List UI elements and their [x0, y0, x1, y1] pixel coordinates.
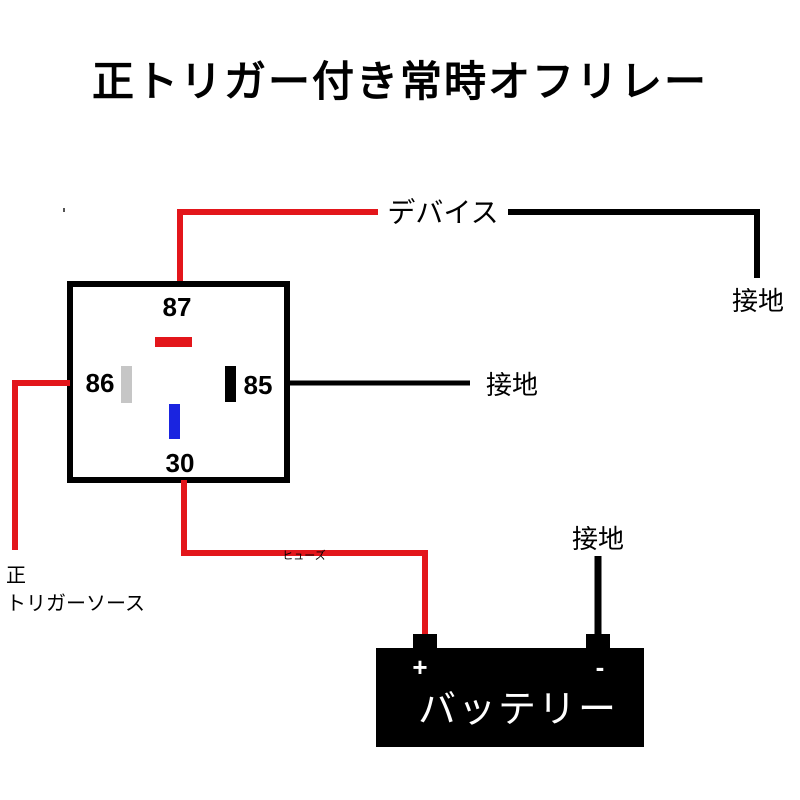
pin-87-label: 87	[163, 292, 192, 322]
trigger-source-label-line1: 正	[6, 563, 26, 587]
battery-plus-sign: +	[412, 652, 427, 682]
pin-86-label: 86	[86, 368, 115, 398]
pin-85-terminal	[225, 366, 236, 402]
pin-86-terminal	[121, 366, 132, 403]
device-label: デバイス	[387, 196, 498, 229]
pin-85-label: 85	[244, 370, 273, 400]
battery-label: バッテリー	[418, 687, 618, 731]
ground-label-battery: 接地	[572, 525, 624, 555]
ground-label-top: 接地	[732, 287, 784, 317]
wire-87-to-device	[177, 209, 378, 284]
fuse-label: ヒューズ	[282, 548, 325, 562]
stray-mark	[63, 208, 65, 212]
wire-86-to-trigger-source	[12, 380, 70, 550]
battery-minus-sign: -	[596, 652, 605, 682]
ground-label-mid: 接地	[486, 371, 538, 401]
wire-30-to-battery-positive	[181, 480, 428, 636]
wire-device-to-ground	[508, 209, 760, 278]
pin-30-label: 30	[166, 448, 195, 478]
battery	[376, 648, 644, 747]
battery-positive-terminal	[413, 634, 437, 652]
pin-30-terminal	[169, 404, 180, 439]
battery-negative-terminal	[586, 634, 610, 652]
pin-87-terminal	[155, 337, 192, 347]
page-title: 正トリガー付き常時オフリレー	[92, 57, 708, 106]
trigger-source-label-line2: トリガーソース	[6, 591, 145, 615]
